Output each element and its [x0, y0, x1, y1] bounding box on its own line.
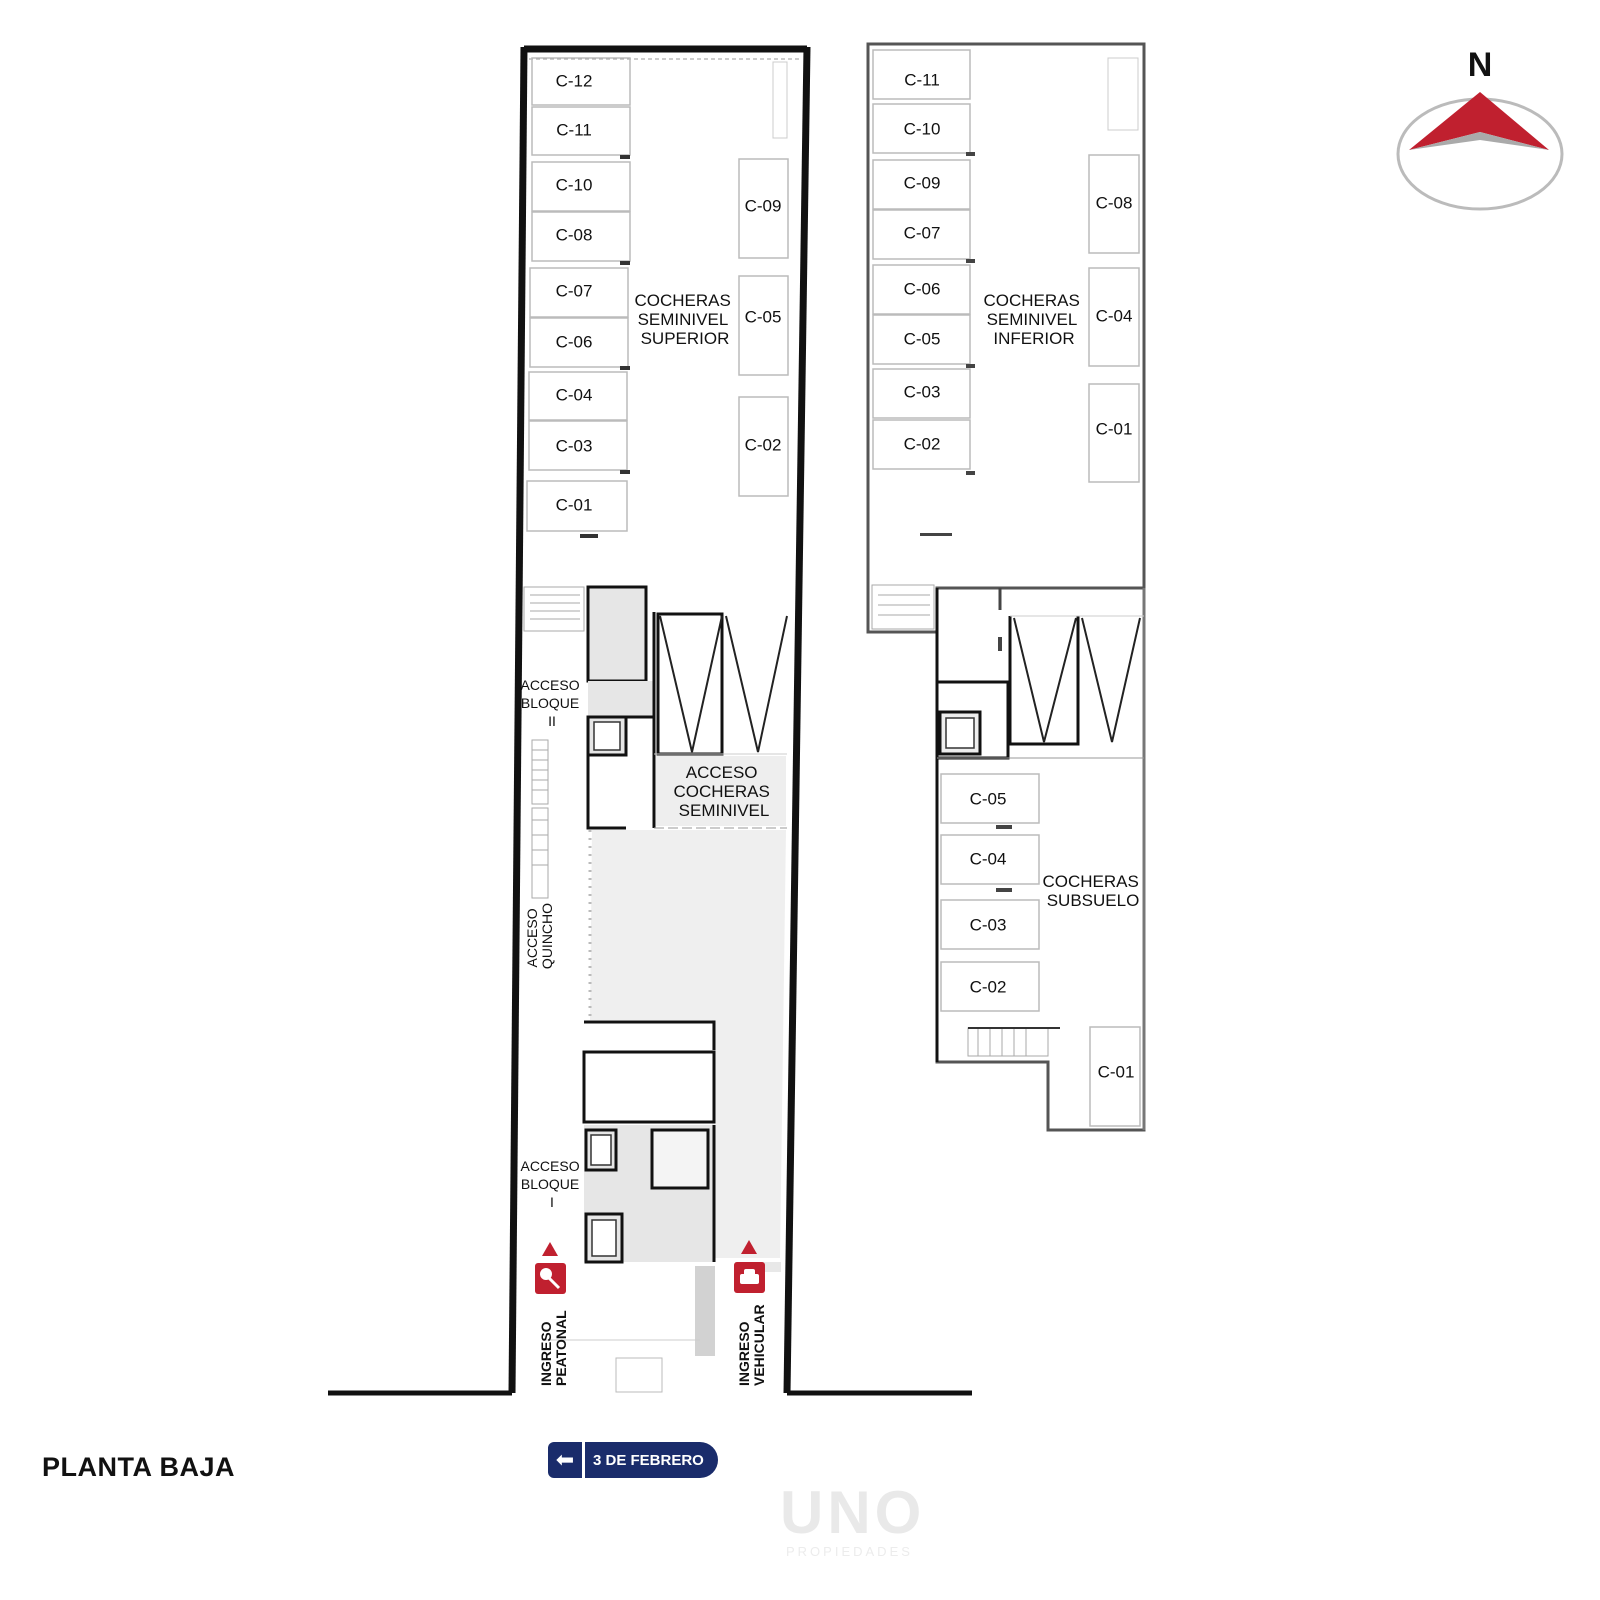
north-compass: N: [1396, 46, 1564, 211]
stall-label: C-03: [556, 436, 593, 455]
zone-label-basement: COCHERAS SUBSUELO: [1042, 872, 1143, 910]
stall-label: C-07: [556, 281, 593, 300]
stall-label: C-09: [904, 173, 941, 192]
upper-right-stalls: [738, 158, 789, 497]
stall-label: C-05: [904, 329, 941, 348]
watermark-logo: UNO: [780, 1479, 926, 1546]
stall-label: C-11: [556, 120, 592, 139]
stall-label: C-12: [556, 71, 593, 90]
watermark-subtext: PROPIEDADES: [786, 1544, 913, 1559]
stall-label: C-09: [745, 196, 782, 215]
lower-seminivel-plan: C-11 C-10 C-09 C-07 C-06 C-05 C-03 C-02 …: [866, 42, 1146, 634]
access-parking-label: ACCESO COCHERAS SEMINIVEL: [673, 763, 774, 820]
stall-label: C-01: [556, 495, 593, 514]
ground-floor-plan: C-12 C-11 C-10 C-08 C-07 C-06 C-04 C-03 …: [328, 45, 972, 1396]
stall-label: C-03: [970, 915, 1007, 934]
stall-label: C-06: [904, 279, 941, 298]
stall-label: C-04: [1096, 306, 1133, 325]
access-block-2-label: ACCESO BLOQUE II: [520, 677, 583, 729]
street-name: 3 DE FEBRERO: [593, 1451, 704, 1469]
left-arrow-icon: ⬅: [548, 1442, 585, 1478]
access-quincho-label: ACCESO QUINCHO: [524, 903, 555, 969]
plan-title: PLANTA BAJA: [42, 1452, 235, 1482]
stall-label: C-06: [556, 332, 593, 351]
pedestrian-entry-label: INGRESO PEATONAL: [538, 1310, 569, 1386]
street-sign: ⬅ 3 DE FEBRERO: [548, 1442, 718, 1478]
zone-label-lower: COCHERAS SEMINIVEL INFERIOR: [983, 291, 1084, 348]
stall-label: C-08: [1096, 193, 1133, 212]
up-arrow-icon: [741, 1240, 757, 1254]
up-arrow-icon: [542, 1242, 558, 1256]
stall-label: C-08: [556, 225, 593, 244]
pedestrian-entry: INGRESO PEATONAL: [535, 1242, 569, 1386]
upper-left-stalls: [526, 57, 631, 538]
compass-north-label: N: [1468, 46, 1493, 84]
block-1-core: [582, 1020, 716, 1264]
stall-label: C-04: [970, 849, 1007, 868]
stall-label: C-07: [904, 223, 941, 242]
stall-label: C-04: [556, 385, 593, 404]
north-arrow-icon: [1409, 92, 1549, 150]
stall-label: C-11: [904, 70, 940, 89]
zone-label-upper: COCHERAS SEMINIVEL SUPERIOR: [634, 291, 735, 348]
block-2-core: [586, 585, 656, 830]
vehicle-entry-label: INGRESO VEHICULAR: [736, 1304, 767, 1386]
stall-label: C-02: [970, 977, 1007, 996]
stall-label: C-03: [904, 382, 941, 401]
stall-label: C-10: [904, 119, 941, 138]
stall-label: C-01: [1098, 1062, 1135, 1081]
access-block-1-label: ACCESO BLOQUE I: [520, 1158, 583, 1210]
stall-label: C-01: [1096, 419, 1133, 438]
stall-label: C-05: [745, 307, 782, 326]
stall-label: C-02: [904, 434, 941, 453]
basement-plan: C-05 C-04 C-03 C-02 C-01 COCHERAS SUBSUE…: [935, 586, 1146, 1132]
stall-label: C-10: [556, 175, 593, 194]
stall-label: C-05: [970, 789, 1007, 808]
vehicle-entry: INGRESO VEHICULAR: [734, 1240, 767, 1386]
stall-label: C-02: [745, 435, 782, 454]
